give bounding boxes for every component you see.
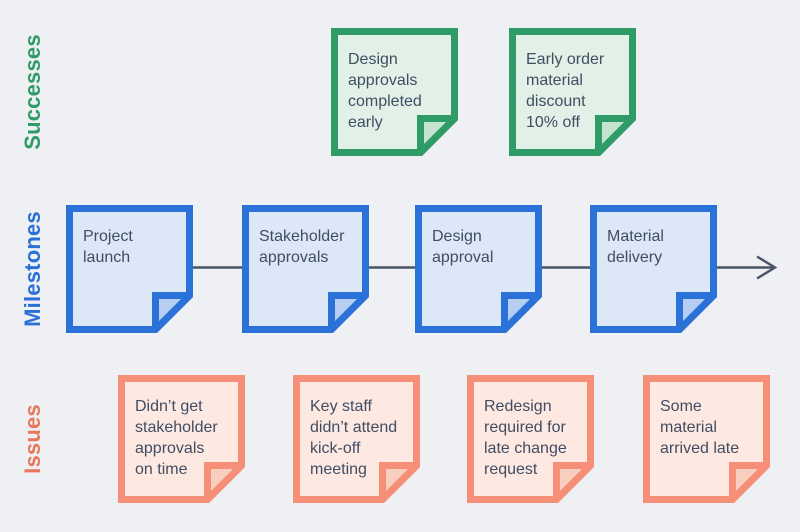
sticky-note-milestone-2[interactable]: Stakeholder approvals <box>242 205 369 333</box>
folded-sticky-note-icon <box>293 375 420 503</box>
sticky-note-issue-1[interactable]: Didn’t get stakeholder approvals on time <box>118 375 245 503</box>
row-label-milestones: Milestones <box>6 205 60 333</box>
milestones-label: Milestones <box>20 211 46 327</box>
note-text: Key staff didn’t attend kick-off meeting <box>310 398 398 478</box>
issues-label: Issues <box>20 404 46 474</box>
folded-sticky-note-icon <box>331 28 458 156</box>
folded-sticky-note-icon <box>467 375 594 503</box>
note-text: Redesign required for late change reques… <box>484 398 567 478</box>
successes-label: Successes <box>20 34 45 150</box>
folded-sticky-note-icon <box>509 28 636 156</box>
note-text: Project launch <box>83 228 133 266</box>
folded-sticky-note-icon <box>118 375 245 503</box>
folded-sticky-note-icon <box>415 205 542 333</box>
note-text: Design approval <box>432 228 494 266</box>
note-text: Stakeholder approvals <box>259 228 345 266</box>
sticky-note-success-2[interactable]: Early order material discount 10% off <box>509 28 636 156</box>
folded-sticky-note-icon <box>242 205 369 333</box>
note-text: Material delivery <box>607 228 664 266</box>
note-text: Early order material discount 10% off <box>526 51 605 131</box>
note-text: Some material arrived late <box>660 398 740 457</box>
row-label-issues: Issues <box>6 375 60 503</box>
folded-sticky-note-icon <box>66 205 193 333</box>
sticky-note-issue-2[interactable]: Key staff didn’t attend kick-off meeting <box>293 375 420 503</box>
sticky-note-issue-4[interactable]: Some material arrived late <box>643 375 770 503</box>
folded-sticky-note-icon <box>643 375 770 503</box>
sticky-note-success-1[interactable]: Design approvals completed early <box>331 28 458 156</box>
note-text: Didn’t get stakeholder approvals on time <box>135 398 218 478</box>
sticky-note-milestone-3[interactable]: Design approval <box>415 205 542 333</box>
note-text: Design approvals completed early <box>348 51 422 131</box>
sticky-note-milestone-4[interactable]: Material delivery <box>590 205 717 333</box>
folded-sticky-note-icon <box>590 205 717 333</box>
row-label-successes: Successes <box>6 28 60 156</box>
sticky-note-milestone-1[interactable]: Project launch <box>66 205 193 333</box>
sticky-note-issue-3[interactable]: Redesign required for late change reques… <box>467 375 594 503</box>
